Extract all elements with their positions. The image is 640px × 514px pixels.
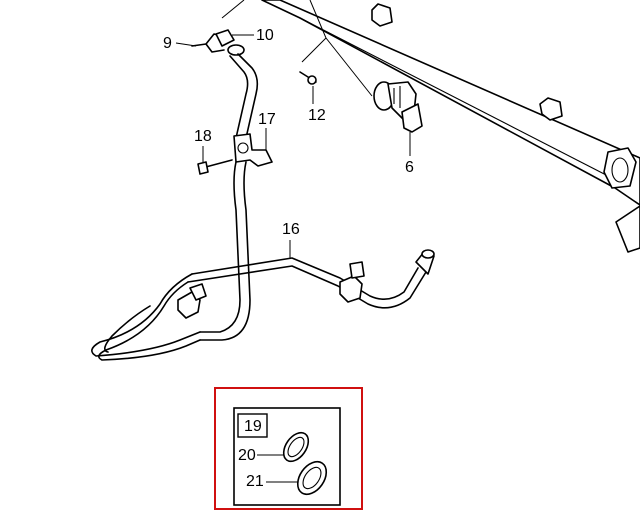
callout-19-box	[237, 413, 268, 438]
pipe-clamp-right	[339, 261, 365, 303]
callout-19: 19	[244, 418, 262, 435]
callout-17: 17	[258, 111, 276, 128]
callout-18: 18	[194, 128, 212, 145]
callout-21: 21	[246, 473, 264, 490]
o-ring-21	[296, 460, 328, 496]
fuel-rail	[261, 0, 640, 253]
screw-12	[299, 71, 317, 85]
main-fuel-pipe-16	[91, 161, 435, 361]
callout-9: 9	[163, 35, 172, 52]
highlight-box	[214, 387, 363, 510]
seal-kit-frame	[233, 407, 341, 506]
callout-16: 16	[282, 221, 300, 238]
pipe-clamp-left	[177, 283, 207, 319]
pipe-bracket-17	[233, 133, 273, 167]
callout-20: 20	[238, 447, 256, 464]
fuel-injector	[373, 81, 423, 133]
callout-6: 6	[405, 159, 414, 176]
upper-fuel-pipe	[229, 53, 259, 139]
callout-12: 12	[308, 107, 326, 124]
fitting-10	[215, 29, 245, 56]
screw-18	[197, 159, 233, 175]
callout-10: 10	[256, 27, 274, 44]
o-ring-20	[282, 431, 310, 463]
